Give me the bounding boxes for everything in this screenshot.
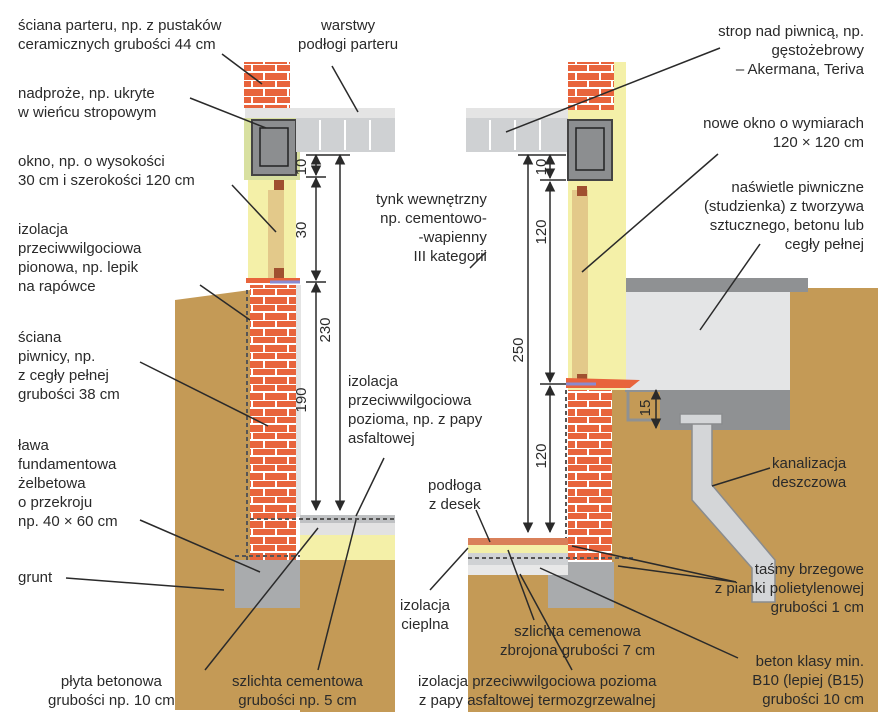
left-ground-floor-wall bbox=[244, 62, 290, 108]
label-floor-layers: warstwy podłogi parteru bbox=[298, 17, 399, 53]
label-lintel: nadproże, np. ukryte w wieńcu stropowym bbox=[18, 85, 157, 121]
left-soil-under-floor bbox=[300, 562, 395, 712]
left-screed bbox=[300, 515, 395, 523]
right-light-well bbox=[625, 292, 790, 390]
right-dim-below-window: 120 bbox=[533, 443, 550, 468]
label-floor-boards: podłoga z desek bbox=[428, 477, 482, 513]
right-section: 10 120 120 250 15 bbox=[429, 47, 878, 712]
right-dim-window: 120 bbox=[533, 219, 550, 244]
right-basement-wall bbox=[568, 385, 612, 560]
right-floor-boards bbox=[468, 538, 568, 545]
left-dim-window: 30 bbox=[293, 222, 310, 239]
right-floor-layers bbox=[466, 108, 568, 118]
label-horizontal-insulation: izolacja przeciwwilgociowa pozioma, np. … bbox=[348, 373, 483, 447]
right-ground-floor-wall bbox=[568, 62, 614, 110]
label-wall-ground-floor: ściana parteru, np. z pustaków ceramiczn… bbox=[18, 17, 222, 53]
label-screed: szlichta cementowa grubości np. 5 cm bbox=[232, 673, 363, 709]
label-new-window: nowe okno o wymiarach 120 × 120 cm bbox=[703, 115, 864, 151]
left-dim-total: 230 bbox=[317, 317, 334, 342]
label-soil: grunt bbox=[18, 569, 53, 586]
label-concrete: beton klasy min. B10 (lepiej (B15) grubo… bbox=[752, 653, 864, 708]
label-vertical-insulation: izolacja przeciwwilgociowa pionowa, np. … bbox=[18, 221, 142, 295]
left-footing bbox=[235, 560, 300, 608]
right-dim-well: 15 bbox=[637, 400, 654, 417]
right-window-frame bbox=[572, 190, 588, 380]
label-tar-paper: izolacja przeciwwilgociowa pozioma z pap… bbox=[418, 673, 657, 709]
right-tar-paper bbox=[468, 565, 568, 575]
right-reinforced-screed bbox=[468, 545, 568, 553]
left-dim-below-window: 190 bbox=[293, 387, 310, 412]
label-light-well: naświetle piwniczne (studzienka) z tworz… bbox=[703, 179, 864, 253]
label-window: okno, np. o wysokości 30 cm i szerokości… bbox=[18, 153, 195, 189]
left-window-frame bbox=[268, 190, 284, 280]
label-basement-wall: ściana piwnicy, np. z cegły pełnej grubo… bbox=[18, 329, 120, 403]
right-ceiling bbox=[466, 118, 568, 152]
label-slab: płyta betonowa grubości np. 10 cm bbox=[48, 673, 175, 709]
label-edge-tapes: taśmy brzegowe z pianki polietylenowej g… bbox=[714, 561, 864, 616]
right-ring-beam bbox=[567, 119, 613, 181]
label-plaster: tynk wewnętrzny np. cementowo- -wapienny… bbox=[376, 191, 487, 265]
label-drainage: kanalizacja deszczowa bbox=[772, 455, 847, 491]
left-section: 10 30 190 230 bbox=[65, 53, 395, 712]
right-dim-total: 250 bbox=[510, 337, 527, 362]
left-slab bbox=[300, 523, 395, 535]
label-reinforced-screed: szlichta cemenowa zbrojona grubości 7 cm bbox=[500, 623, 656, 659]
label-ceiling: strop nad piwnicą, np. gęstożebrowy – Ak… bbox=[718, 23, 864, 78]
left-floor-layers bbox=[245, 108, 395, 118]
label-footing: ława fundamentowa żelbetowa o przekroju … bbox=[18, 437, 118, 530]
label-thermal-insulation: izolacja cieplna bbox=[400, 597, 451, 633]
right-drain-pipe bbox=[690, 419, 776, 603]
left-basement-wall bbox=[250, 285, 296, 560]
right-dim-lintel: 10 bbox=[533, 159, 550, 176]
left-dim-lintel: 10 bbox=[293, 159, 310, 176]
left-plaster bbox=[296, 285, 301, 517]
